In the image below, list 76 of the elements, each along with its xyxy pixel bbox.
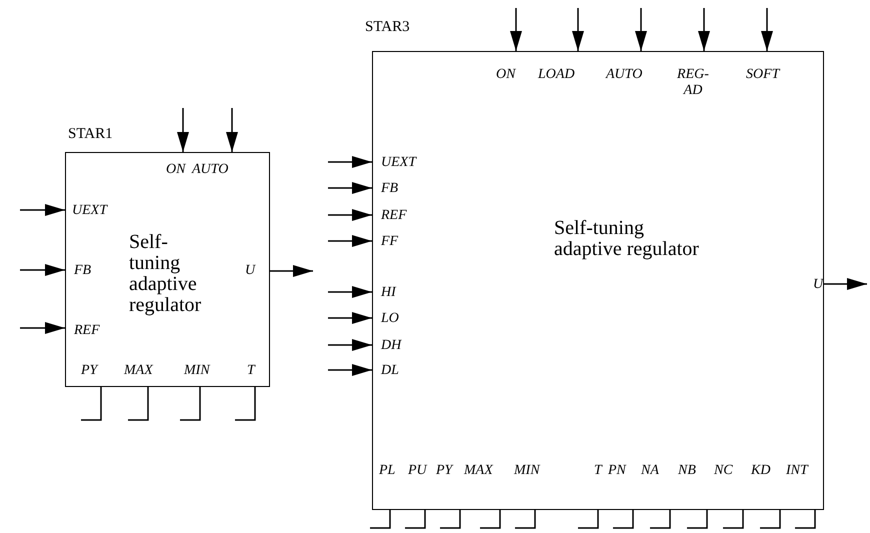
signal-arrow [761, 8, 773, 51]
signal-arrow [20, 264, 65, 276]
signal-arrow [510, 8, 522, 51]
signal-arrow [328, 339, 372, 351]
block-function-label: Self-tuning adaptive regulator [554, 218, 700, 260]
signal-arrow [328, 286, 372, 298]
output-line [723, 510, 744, 529]
port-label: U [813, 277, 824, 293]
port-label: LO [381, 311, 399, 327]
port-label: LOAD [538, 67, 575, 83]
port-label: NA [641, 463, 659, 479]
output-line [650, 510, 671, 529]
signal-arrow [328, 209, 372, 221]
port-label: NC [714, 463, 733, 479]
port-label: T [594, 463, 602, 479]
output-line [81, 387, 102, 421]
signal-arrow [20, 204, 65, 216]
port-label: FB [381, 181, 398, 197]
port-label: DH [381, 338, 402, 354]
port-label: FB [74, 263, 92, 279]
port-label: PU [408, 463, 427, 479]
signal-arrow [20, 322, 65, 334]
output-line [578, 510, 599, 529]
output-line [795, 510, 816, 529]
signal-arrow [226, 108, 238, 152]
port-label: REF [74, 323, 100, 339]
output-line [235, 387, 256, 421]
port-label: MAX [464, 463, 493, 479]
port-label: AUTO [192, 162, 228, 178]
signal-arrow [270, 265, 313, 277]
port-label: REG-AD [676, 67, 710, 99]
output-line [515, 510, 536, 529]
port-label: U [245, 263, 256, 279]
signal-arrow [328, 312, 372, 324]
signal-arrow [572, 8, 584, 51]
port-label: ON [166, 162, 186, 178]
output-line [687, 510, 708, 529]
output-line [370, 510, 391, 529]
output-line [440, 510, 461, 529]
block-title: STAR1 [68, 126, 113, 142]
port-label: T [247, 363, 255, 379]
signal-arrow [177, 108, 189, 152]
port-label: HI [381, 285, 396, 301]
port-label: UEXT [381, 155, 416, 171]
port-label: SOFT [746, 67, 780, 83]
port-label: PY [436, 463, 452, 479]
port-label: REF [381, 208, 407, 224]
port-label: NB [678, 463, 696, 479]
port-label: AUTO [606, 67, 642, 83]
signal-arrow [328, 182, 372, 194]
signal-arrow [824, 278, 867, 290]
signal-arrow [698, 8, 710, 51]
port-label: MIN [184, 363, 210, 379]
output-line [405, 510, 426, 529]
output-line [128, 387, 149, 421]
signal-arrow [328, 364, 372, 376]
port-label: PY [81, 363, 98, 379]
port-label: MAX [124, 363, 153, 379]
output-line [760, 510, 781, 529]
port-label: PN [608, 463, 626, 479]
port-label: KD [751, 463, 770, 479]
output-line [180, 387, 201, 421]
block-title: STAR3 [365, 19, 410, 35]
signal-arrow [328, 156, 372, 168]
port-label: ON [496, 67, 516, 83]
port-label: UEXT [72, 203, 107, 219]
port-label: FF [381, 234, 398, 250]
output-line [613, 510, 634, 529]
port-label: PL [379, 463, 396, 479]
port-label: INT [786, 463, 808, 479]
signal-arrow [635, 8, 647, 51]
output-line [480, 510, 501, 529]
port-label: DL [381, 363, 399, 379]
signal-arrow [328, 235, 372, 247]
block-function-label: Self-tuning adaptive regulator [129, 232, 202, 316]
port-label: MIN [514, 463, 540, 479]
